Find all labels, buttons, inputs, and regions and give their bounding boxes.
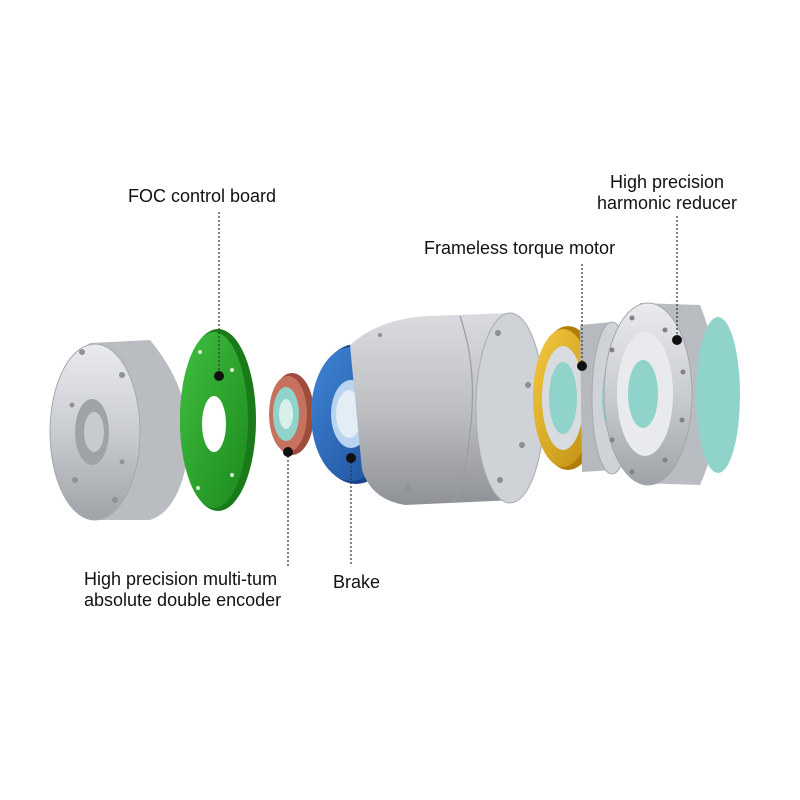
label-frameless-torque-motor: Frameless torque motor: [424, 238, 615, 259]
label-brake: Brake: [333, 572, 380, 593]
leader-brake: [346, 453, 356, 566]
label-foc-text: FOC control board: [128, 186, 277, 206]
label-foc-control-board: FOC control board: [128, 186, 276, 207]
leader-dot: [214, 371, 224, 381]
label-encoder-line2: absolute double encoder: [84, 590, 282, 610]
label-harmonic-reducer: High precision harmonic reducer: [582, 172, 752, 214]
harmonic-reducer: [603, 302, 740, 486]
label-encoder-line1: High precision multi-tum: [84, 569, 278, 589]
leader-dot: [577, 361, 587, 371]
leader-dot: [283, 447, 293, 457]
leader-dot: [672, 335, 682, 345]
frameless-torque-motor: [350, 312, 545, 505]
foc-control-board: [180, 329, 256, 511]
leader-dot: [346, 453, 356, 463]
leader-foc: [214, 212, 224, 381]
label-reducer-line2: harmonic reducer: [596, 193, 738, 213]
leader-motor: [577, 264, 587, 371]
leader-encoder: [283, 447, 293, 566]
label-encoder: High precision multi-tum absolute double…: [84, 569, 281, 611]
label-reducer-line1: High precision: [609, 172, 725, 192]
rear-housing: [49, 340, 189, 521]
label-motor-text: Frameless torque motor: [424, 238, 616, 258]
absolute-double-encoder: [269, 373, 314, 455]
leader-reducer: [672, 216, 682, 345]
label-brake-text: Brake: [333, 572, 381, 592]
